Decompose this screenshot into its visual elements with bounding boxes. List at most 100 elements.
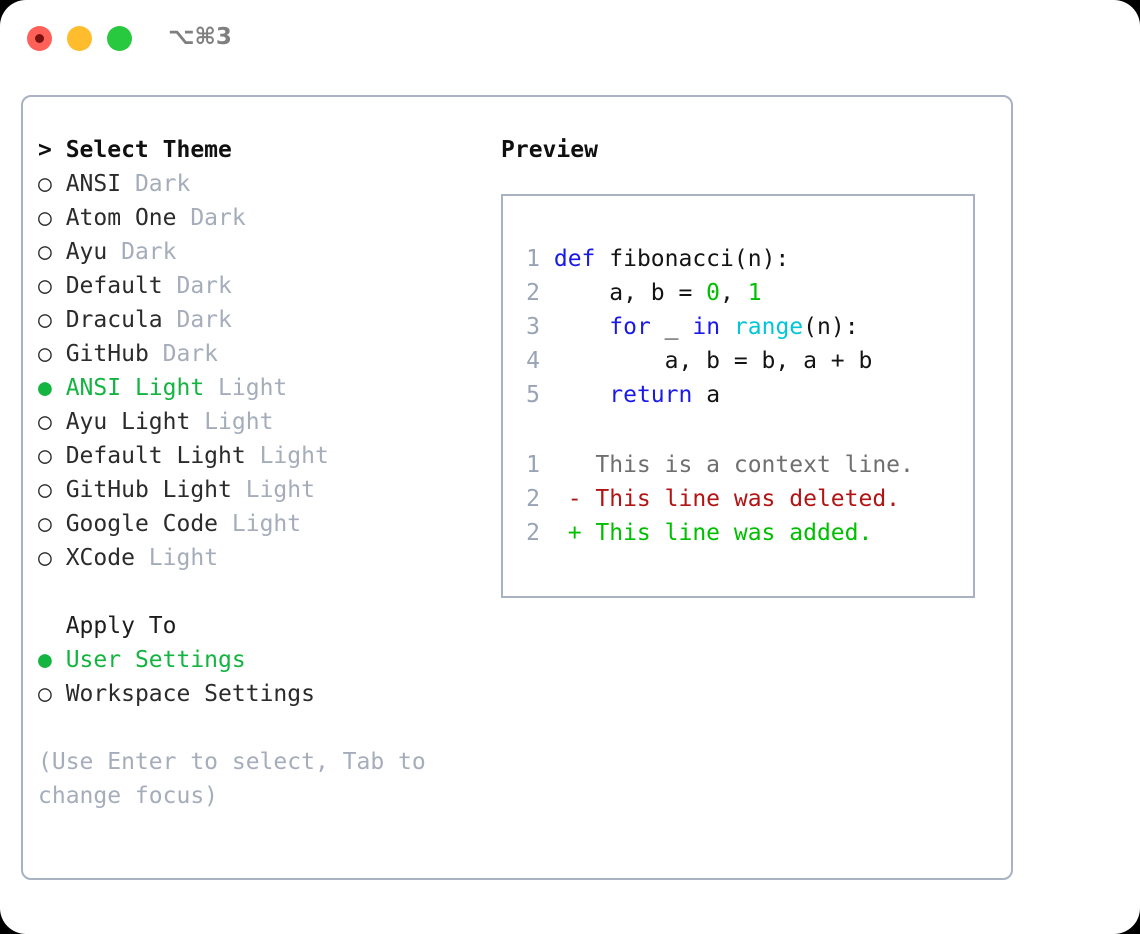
code-token-txt: , (720, 280, 748, 306)
code-line: 4 a, b = b, a + b (516, 344, 968, 378)
theme-kind-label: Dark (107, 239, 177, 265)
theme-item[interactable]: ○ Atom One Dark (38, 201, 478, 235)
theme-kind-label: Dark (148, 341, 219, 367)
radio-selected-icon: ● (38, 647, 52, 673)
theme-name: Default Light (51, 443, 246, 469)
theme-item[interactable]: ○ Ayu Dark (38, 235, 478, 269)
diff-line-text-ctx: This is a context line. (540, 452, 914, 478)
radio-selected-icon: ● (38, 375, 52, 401)
diff-line-number: 1 (526, 452, 540, 478)
theme-item[interactable]: ○ GitHub Dark (38, 337, 478, 371)
line-number: 5 (526, 382, 540, 408)
diff-line-text-add: + This line was added. (540, 520, 873, 546)
code-token-fn: range (733, 314, 804, 340)
code-line: 2 a, b = 0, 1 (516, 276, 968, 310)
theme-name: Ayu (51, 239, 108, 265)
theme-kind-label: Light (190, 409, 274, 435)
title-bar: ⌥⌘3 (0, 0, 1140, 78)
diff-line: 1 This is a context line. (516, 448, 968, 482)
theme-picker: > Select Theme ○ ANSI Dark○ Atom One Dar… (38, 133, 478, 813)
theme-item[interactable]: ○ GitHub Light Light (38, 473, 478, 507)
theme-item[interactable]: ○ Google Code Light (38, 507, 478, 541)
theme-item[interactable]: ○ ANSI Dark (38, 167, 478, 201)
main-panel: > Select Theme ○ ANSI Dark○ Atom One Dar… (21, 95, 1013, 880)
code-token-txt (720, 314, 734, 340)
maximize-window-button[interactable] (107, 26, 132, 51)
diff-line: 2 + This line was added. (516, 516, 968, 550)
code-line: 5 return a (516, 378, 968, 412)
code-token-kw: return (609, 382, 693, 408)
code-token-kw: def (553, 246, 596, 272)
line-number: 1 (526, 246, 540, 272)
apply-to-heading: Apply To (38, 613, 177, 639)
theme-kind-label: Light (218, 511, 302, 537)
line-number: 3 (526, 314, 540, 340)
theme-name: XCode (51, 545, 135, 571)
preview-heading: Preview (501, 137, 598, 163)
theme-item[interactable]: ○ XCode Light (38, 541, 478, 575)
theme-name: GitHub Light (51, 477, 232, 503)
keyboard-hint-text: (Use Enter to select, Tab to change focu… (38, 749, 426, 809)
code-token-txt: a, b = (540, 280, 707, 306)
theme-name: ANSI Light (51, 375, 205, 401)
apply-to-list: ● User Settings○ Workspace Settings (38, 643, 478, 711)
theme-kind-label: Dark (162, 307, 232, 333)
theme-kind-label: Light (204, 375, 288, 401)
close-icon (35, 34, 44, 43)
theme-item[interactable]: ○ Default Dark (38, 269, 478, 303)
theme-name: Atom One (51, 205, 177, 231)
apply-to-label: Workspace Settings (51, 681, 315, 707)
radio-unselected-icon: ○ (38, 511, 52, 537)
theme-name: ANSI (51, 171, 122, 197)
code-line: 3 for _ in range(n): (516, 310, 968, 344)
radio-unselected-icon: ○ (38, 545, 52, 571)
theme-kind-label: Light (231, 477, 315, 503)
code-token-txt: fibonacci(n): (595, 246, 790, 272)
theme-name: Default (51, 273, 163, 299)
radio-unselected-icon: ○ (38, 341, 52, 367)
theme-name: Ayu Light (51, 409, 191, 435)
diff-line-text-del: - This line was deleted. (540, 486, 901, 512)
select-theme-heading: > Select Theme (38, 137, 232, 163)
theme-item[interactable]: ○ Default Light Light (38, 439, 478, 473)
radio-unselected-icon: ○ (38, 205, 52, 231)
preview-panel: Preview 1 def fibonacci(n):2 a, b = 0, 1… (501, 133, 1001, 598)
theme-kind-label: Light (134, 545, 219, 571)
code-token-kw: in (692, 314, 721, 340)
theme-name: GitHub (51, 341, 149, 367)
theme-item[interactable]: ○ Ayu Light Light (38, 405, 478, 439)
code-token-txt: (n): (803, 314, 859, 340)
radio-unselected-icon: ○ (38, 477, 52, 503)
radio-unselected-icon: ○ (38, 443, 52, 469)
code-token-txt (540, 314, 609, 340)
code-token-kw: for (609, 314, 651, 340)
theme-name: Google Code (51, 511, 219, 537)
theme-list: ○ ANSI Dark○ Atom One Dark○ Ayu Dark○ De… (38, 167, 478, 575)
radio-unselected-icon: ○ (38, 239, 52, 265)
radio-unselected-icon: ○ (38, 681, 52, 707)
minimize-window-button[interactable] (67, 26, 92, 51)
theme-kind-label: Dark (162, 273, 232, 299)
theme-name: Dracula (51, 307, 163, 333)
diff-line-number: 2 (526, 520, 540, 546)
code-token-num: 0 (706, 280, 721, 306)
diff-line-number: 2 (526, 486, 540, 512)
code-token-txt (540, 246, 554, 272)
apply-to-option[interactable]: ● User Settings (38, 643, 478, 677)
radio-unselected-icon: ○ (38, 171, 52, 197)
code-token-txt: a, b = b, a + b (540, 348, 873, 374)
apply-to-option[interactable]: ○ Workspace Settings (38, 677, 478, 711)
theme-item[interactable]: ○ Dracula Dark (38, 303, 478, 337)
theme-item[interactable]: ● ANSI Light Light (38, 371, 478, 405)
line-number: 2 (526, 280, 540, 306)
theme-kind-label: Dark (176, 205, 246, 231)
diff-line: 2 - This line was deleted. (516, 482, 968, 516)
code-token-txt: _ (650, 314, 693, 340)
theme-kind-label: Dark (121, 171, 191, 197)
line-number: 4 (526, 348, 540, 374)
radio-unselected-icon: ○ (38, 307, 52, 333)
code-line: 1 def fibonacci(n): (516, 242, 968, 276)
apply-to-label: User Settings (51, 647, 246, 673)
